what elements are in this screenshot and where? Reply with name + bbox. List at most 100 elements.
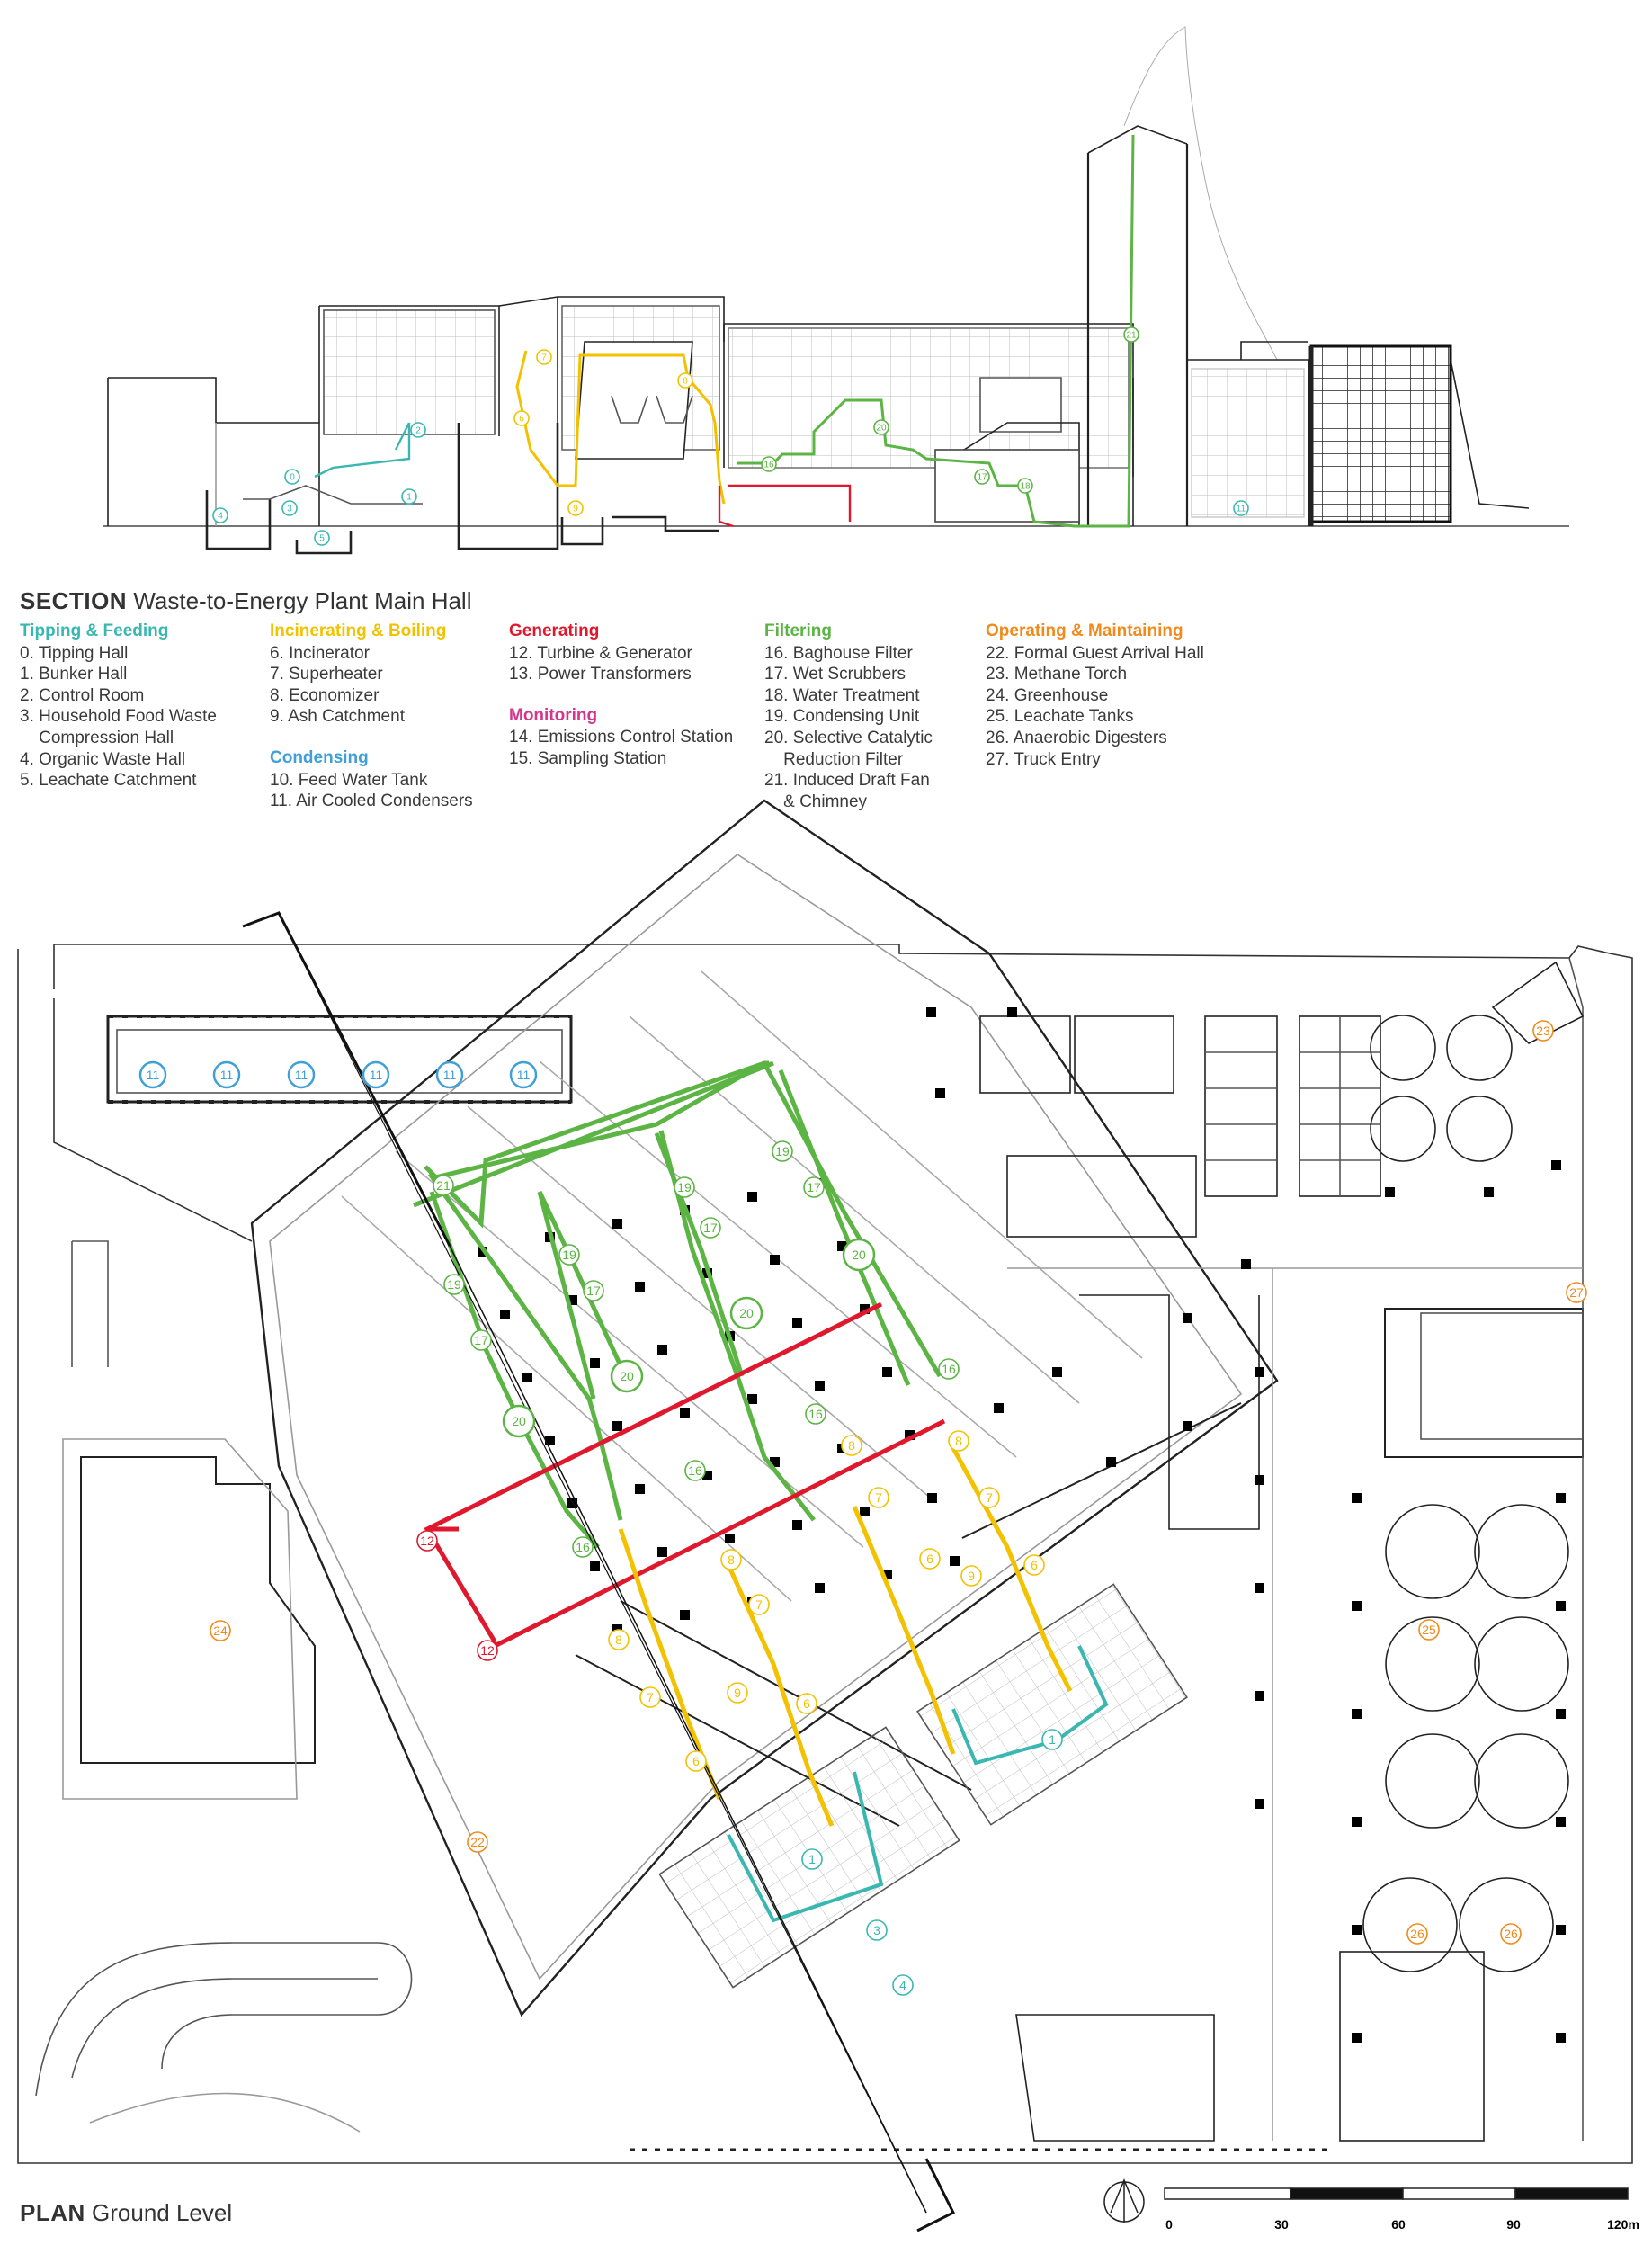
svg-text:1: 1 (1049, 1732, 1056, 1747)
marker-20: 20 (729, 1296, 763, 1330)
svg-text:3: 3 (287, 505, 292, 514)
legend-heading-operating: Operating & Maintaining (986, 622, 1183, 640)
marker-1: 1 (1041, 1729, 1063, 1750)
legend-item: 9. Ash Catchment (270, 707, 405, 727)
svg-text:6: 6 (519, 415, 524, 425)
svg-text:12: 12 (480, 1643, 495, 1658)
marker-21: 21 (433, 1175, 454, 1196)
marker-23: 23 (1532, 1020, 1554, 1042)
svg-text:8: 8 (955, 1434, 962, 1448)
legend-column-3: Generating 12. Turbine & Generator 13. P… (509, 621, 733, 770)
plan-title: PLAN Ground Level (20, 2199, 232, 2227)
svg-text:16: 16 (763, 461, 774, 470)
legend-item: 7. Superheater (270, 665, 383, 684)
svg-text:11: 11 (220, 1068, 234, 1082)
svg-text:17: 17 (586, 1284, 601, 1298)
marker-17: 17 (583, 1280, 604, 1301)
section-tipping-line (314, 422, 411, 479)
marker-7: 7 (639, 1686, 661, 1708)
svg-text:17: 17 (977, 473, 987, 483)
svg-text:20: 20 (852, 1248, 866, 1262)
marker-11: 11 (435, 1060, 464, 1089)
marker-17: 17 (974, 469, 990, 485)
scale-bar (1164, 2187, 1629, 2200)
marker-8: 8 (841, 1435, 862, 1456)
marker-9: 9 (727, 1682, 748, 1704)
legend-item: 12. Turbine & Generator (509, 643, 692, 663)
legend-item: 16. Baghouse Filter (764, 643, 913, 663)
legend-item: 14. Emissions Control Station (509, 728, 734, 747)
svg-text:3: 3 (873, 1923, 880, 1937)
marker-11: 11 (362, 1060, 390, 1089)
svg-text:20: 20 (620, 1369, 634, 1383)
section-title: SECTION Waste-to-Energy Plant Main Hall (20, 587, 472, 615)
legend-item: 1. Bunker Hall (20, 665, 128, 684)
section-cut-line (242, 911, 956, 2232)
marker-8: 8 (948, 1430, 969, 1452)
section-filtering-line (737, 134, 1135, 528)
plan-title-rest: Ground Level (92, 2199, 233, 2226)
marker-11: 11 (138, 1060, 167, 1089)
marker-19: 19 (558, 1244, 580, 1266)
marker-11: 11 (1233, 500, 1249, 516)
svg-text:6: 6 (803, 1696, 810, 1711)
scale-tick-label: 120m (1607, 2217, 1639, 2232)
svg-text:11: 11 (147, 1068, 160, 1082)
marker-16: 16 (761, 456, 777, 472)
legend-item: 19. Condensing Unit (764, 707, 920, 727)
section-generating-line (718, 484, 852, 528)
scale-tick-label: 90 (1506, 2217, 1521, 2232)
svg-text:8: 8 (848, 1438, 855, 1453)
legend-item: 13. Power Transformers (509, 665, 692, 684)
legend-item: 26. Anaerobic Digesters (986, 728, 1167, 747)
marker-19: 19 (443, 1274, 465, 1295)
legend-item: 8. Economizer (270, 685, 380, 705)
marker-1: 1 (401, 488, 417, 505)
marker-16: 16 (938, 1358, 960, 1380)
legend-column-4: Filtering 16. Baghouse Filter 17. Wet Sc… (764, 621, 933, 812)
svg-text:11: 11 (1237, 505, 1246, 514)
marker-3: 3 (866, 1919, 888, 1941)
svg-text:17: 17 (807, 1180, 821, 1194)
marker-11: 11 (212, 1060, 241, 1089)
legend-item: Reduction Filter (764, 749, 904, 769)
svg-text:11: 11 (517, 1068, 531, 1082)
legend-item: 24. Greenhouse (986, 685, 1109, 705)
marker-21: 21 (1123, 326, 1139, 343)
marker-8: 8 (677, 372, 693, 389)
svg-text:20: 20 (876, 424, 887, 434)
marker-4: 4 (212, 507, 228, 523)
marker-27: 27 (1566, 1282, 1587, 1303)
svg-text:7: 7 (755, 1597, 763, 1612)
svg-text:19: 19 (775, 1144, 790, 1158)
marker-7: 7 (748, 1594, 770, 1615)
legend-column-5: Operating & Maintaining 22. Formal Guest… (986, 621, 1204, 770)
svg-text:19: 19 (562, 1248, 576, 1262)
legend-item: 15. Sampling Station (509, 748, 667, 768)
marker-22: 22 (467, 1831, 488, 1853)
svg-text:25: 25 (1422, 1623, 1436, 1637)
marker-11: 11 (287, 1060, 316, 1089)
legend-item: 4. Organic Waste Hall (20, 749, 186, 769)
marker-20: 20 (502, 1404, 536, 1438)
legend-item: & Chimney (764, 792, 868, 811)
marker-4: 4 (892, 1974, 914, 1996)
north-arrow-icon (1103, 2178, 1145, 2223)
svg-text:6: 6 (692, 1754, 700, 1768)
legend-item: 22. Formal Guest Arrival Hall (986, 643, 1204, 663)
legend-item: 3. Household Food Waste (20, 707, 217, 727)
scale-tick-label: 0 (1165, 2217, 1173, 2232)
svg-text:8: 8 (728, 1552, 735, 1567)
legend-item: 10. Feed Water Tank (270, 770, 428, 790)
svg-text:21: 21 (1126, 331, 1137, 341)
svg-text:8: 8 (683, 377, 688, 387)
marker-19: 19 (772, 1140, 793, 1162)
marker-5: 5 (314, 530, 330, 546)
svg-text:6: 6 (926, 1552, 933, 1566)
scale-tick-label: 30 (1274, 2217, 1289, 2232)
svg-text:17: 17 (474, 1333, 488, 1347)
svg-text:26: 26 (1410, 1927, 1424, 1941)
legend-item: 17. Wet Scrubbers (764, 665, 906, 684)
